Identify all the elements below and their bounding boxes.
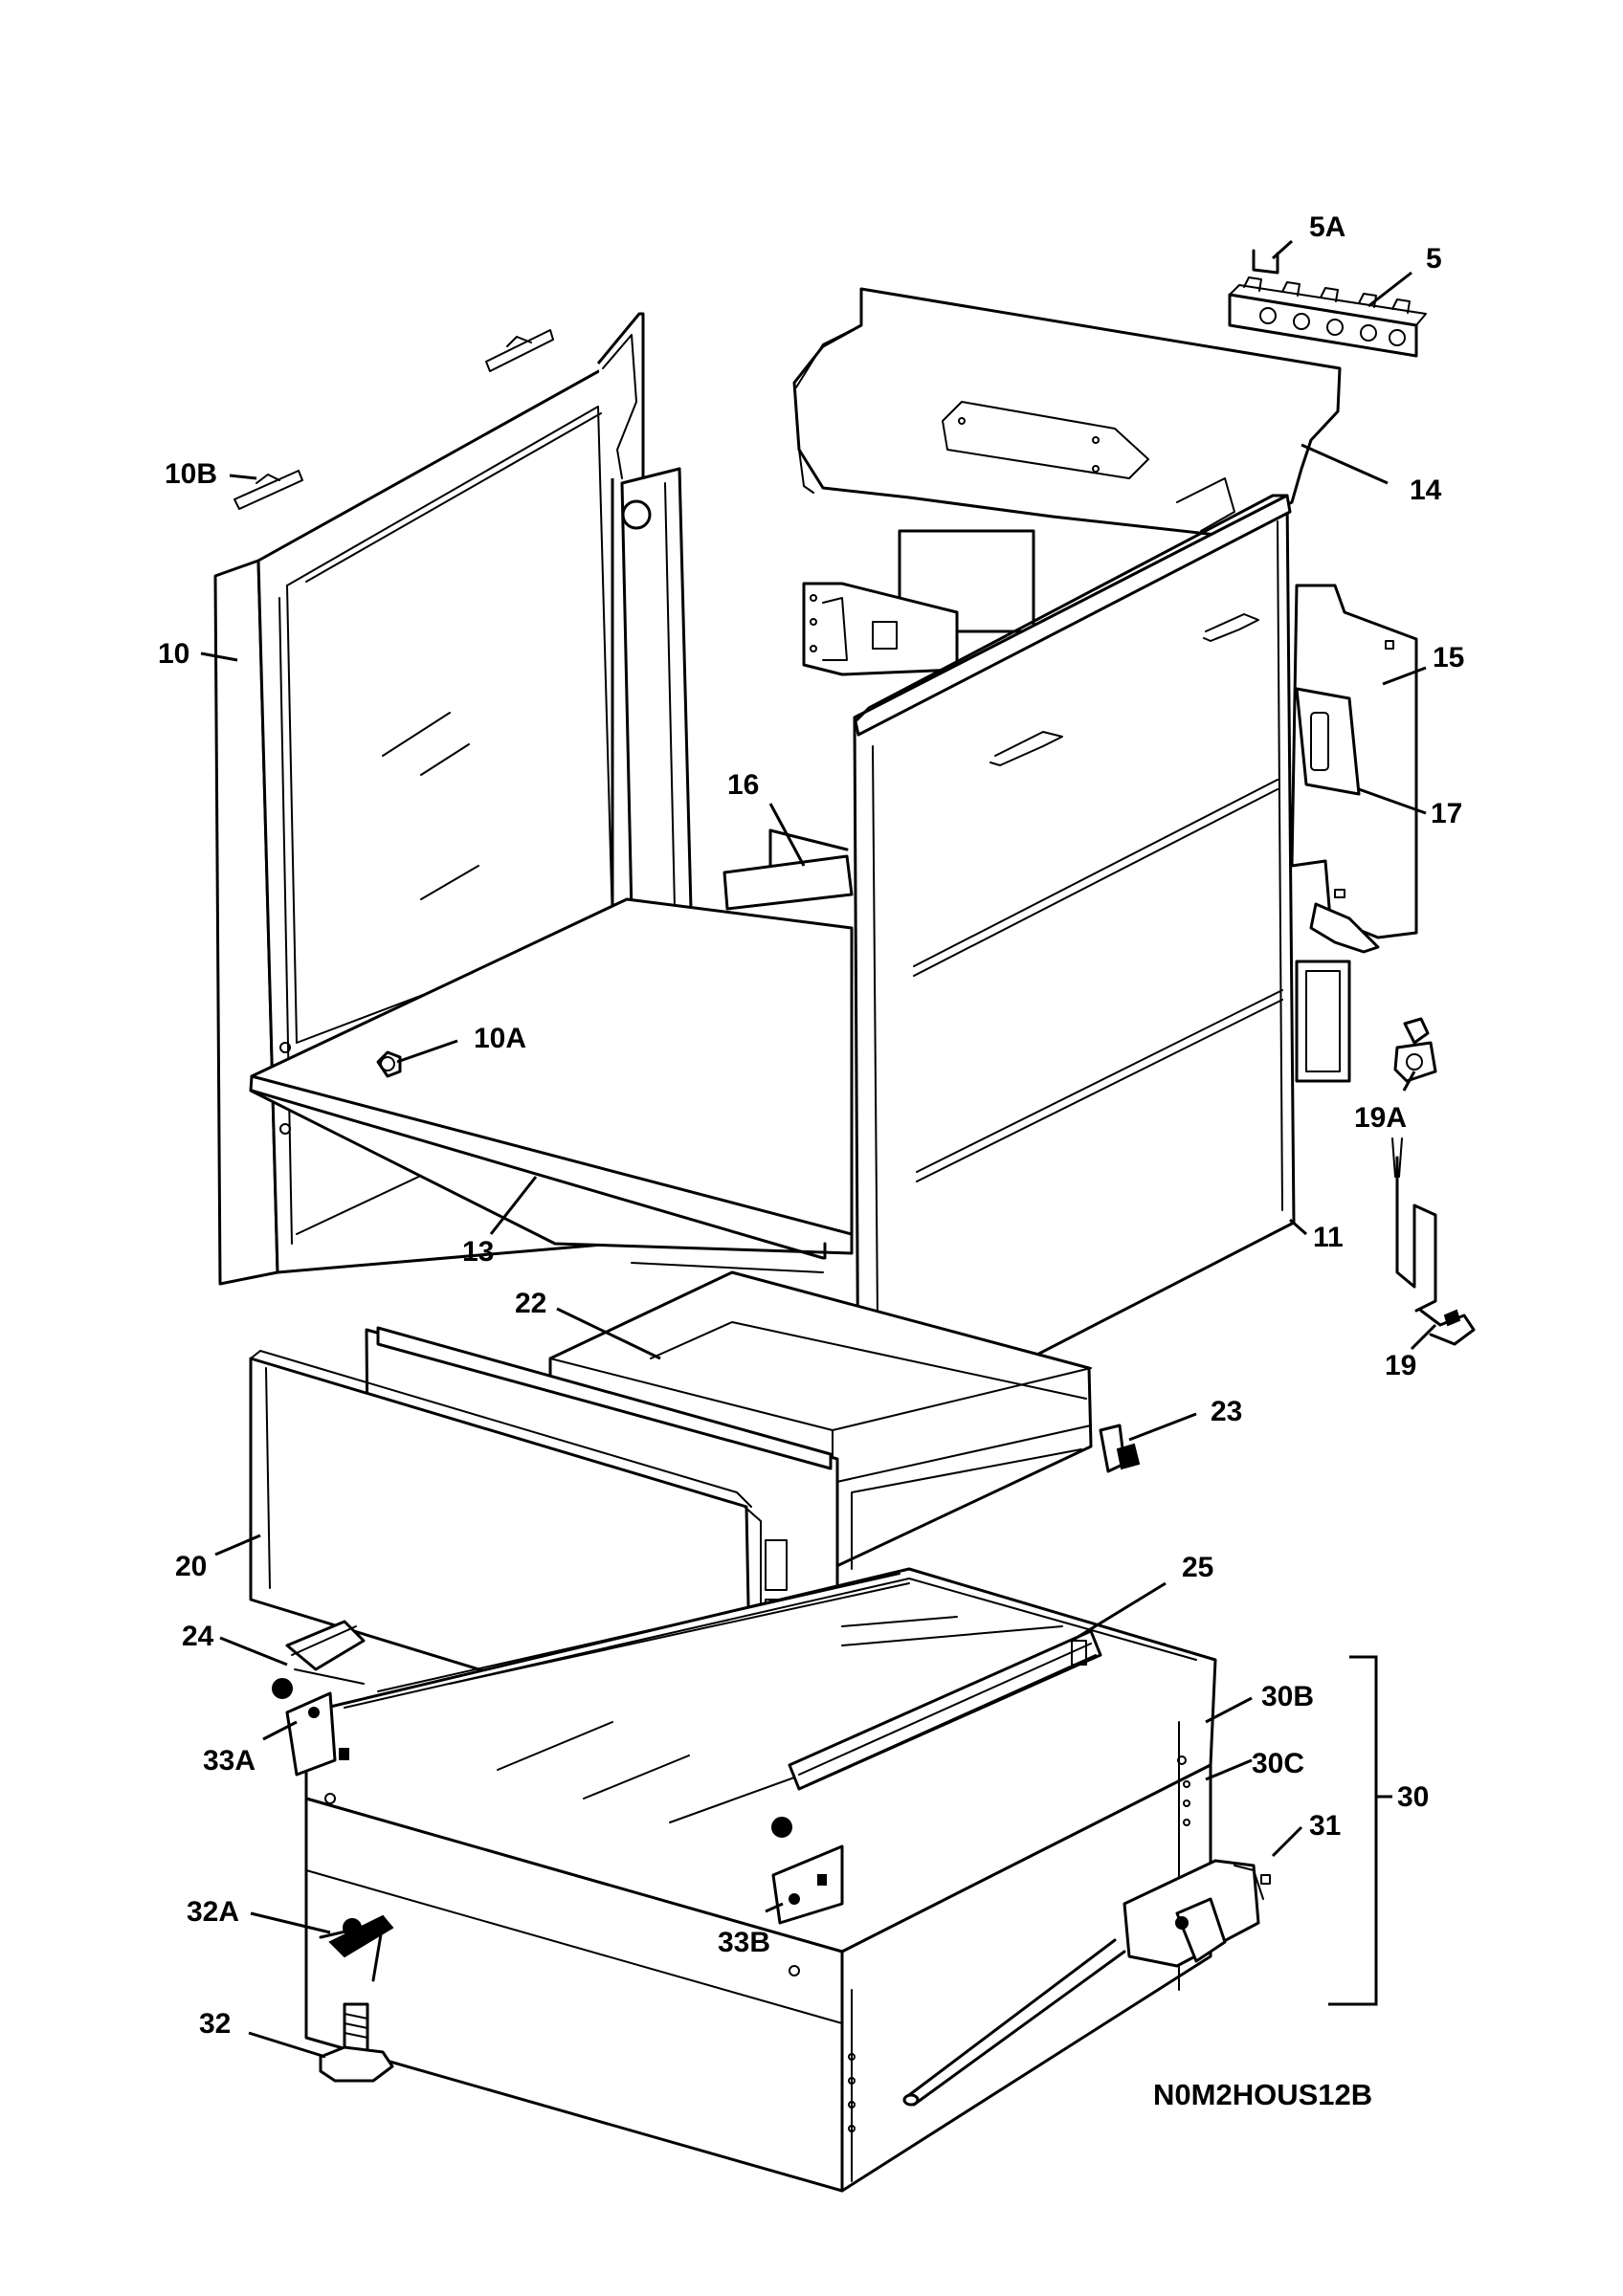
part-11-right-side-panel <box>853 477 1296 1448</box>
label-33B: 33B <box>718 1927 770 1958</box>
part-14-rear-top-panel <box>792 287 1342 538</box>
label-13: 13 <box>462 1236 494 1268</box>
part-19-power-cable <box>1391 1137 1476 1346</box>
part-5A-clip <box>1252 249 1279 275</box>
label-22: 22 <box>515 1288 546 1319</box>
part-31-control-unit <box>902 1859 1271 2107</box>
label-32: 32 <box>199 2008 231 2040</box>
label-32A: 32A <box>187 1896 239 1928</box>
part-19A-clamp <box>1393 1017 1437 1083</box>
label-10B: 10B <box>165 458 217 490</box>
label-24: 24 <box>182 1621 214 1652</box>
label-31: 31 <box>1309 1810 1341 1842</box>
part-33A-bracket <box>285 1691 349 1777</box>
label-14: 14 <box>1410 475 1442 506</box>
label-11: 11 <box>1313 1222 1344 1253</box>
label-20: 20 <box>175 1551 207 1582</box>
label-5: 5 <box>1426 243 1442 275</box>
label-5A: 5A <box>1309 211 1345 243</box>
part-16-rail <box>723 828 854 911</box>
part-32A-adjuster <box>319 1914 394 1982</box>
part-13-front-rail <box>249 897 854 1273</box>
part-5-burner-rail <box>1228 276 1427 358</box>
part-10B-clip <box>233 329 554 510</box>
diagram-code: N0M2HOUS12B <box>1153 2078 1372 2111</box>
part-23-foot <box>1099 1424 1141 1473</box>
label-15: 15 <box>1433 642 1464 673</box>
part-24-runner-left <box>272 1620 366 1699</box>
label-33A: 33A <box>203 1745 256 1777</box>
label-30C: 30C <box>1252 1748 1304 1779</box>
part-32-levelling-foot <box>319 2002 394 2083</box>
label-25: 25 <box>1182 1552 1213 1583</box>
leader-lines <box>200 239 1437 2059</box>
part-labels: 5A 5 10B 14 10 15 16 17 10A 19A 13 11 22… <box>158 211 1464 2111</box>
label-16: 16 <box>727 769 759 801</box>
label-10A: 10A <box>474 1023 526 1054</box>
label-30B: 30B <box>1261 1681 1314 1712</box>
label-23: 23 <box>1211 1396 1242 1427</box>
part-15-rear-bracket <box>1290 584 1418 1083</box>
label-30: 30 <box>1397 1781 1429 1813</box>
label-19: 19 <box>1385 1350 1416 1381</box>
part-10-rear-post <box>596 312 693 922</box>
label-10: 10 <box>158 638 189 670</box>
part-25-runner-right <box>771 1629 1102 1838</box>
label-17: 17 <box>1431 798 1462 829</box>
label-19A: 19A <box>1354 1102 1407 1134</box>
part-30-base-frame <box>304 1567 1217 2193</box>
